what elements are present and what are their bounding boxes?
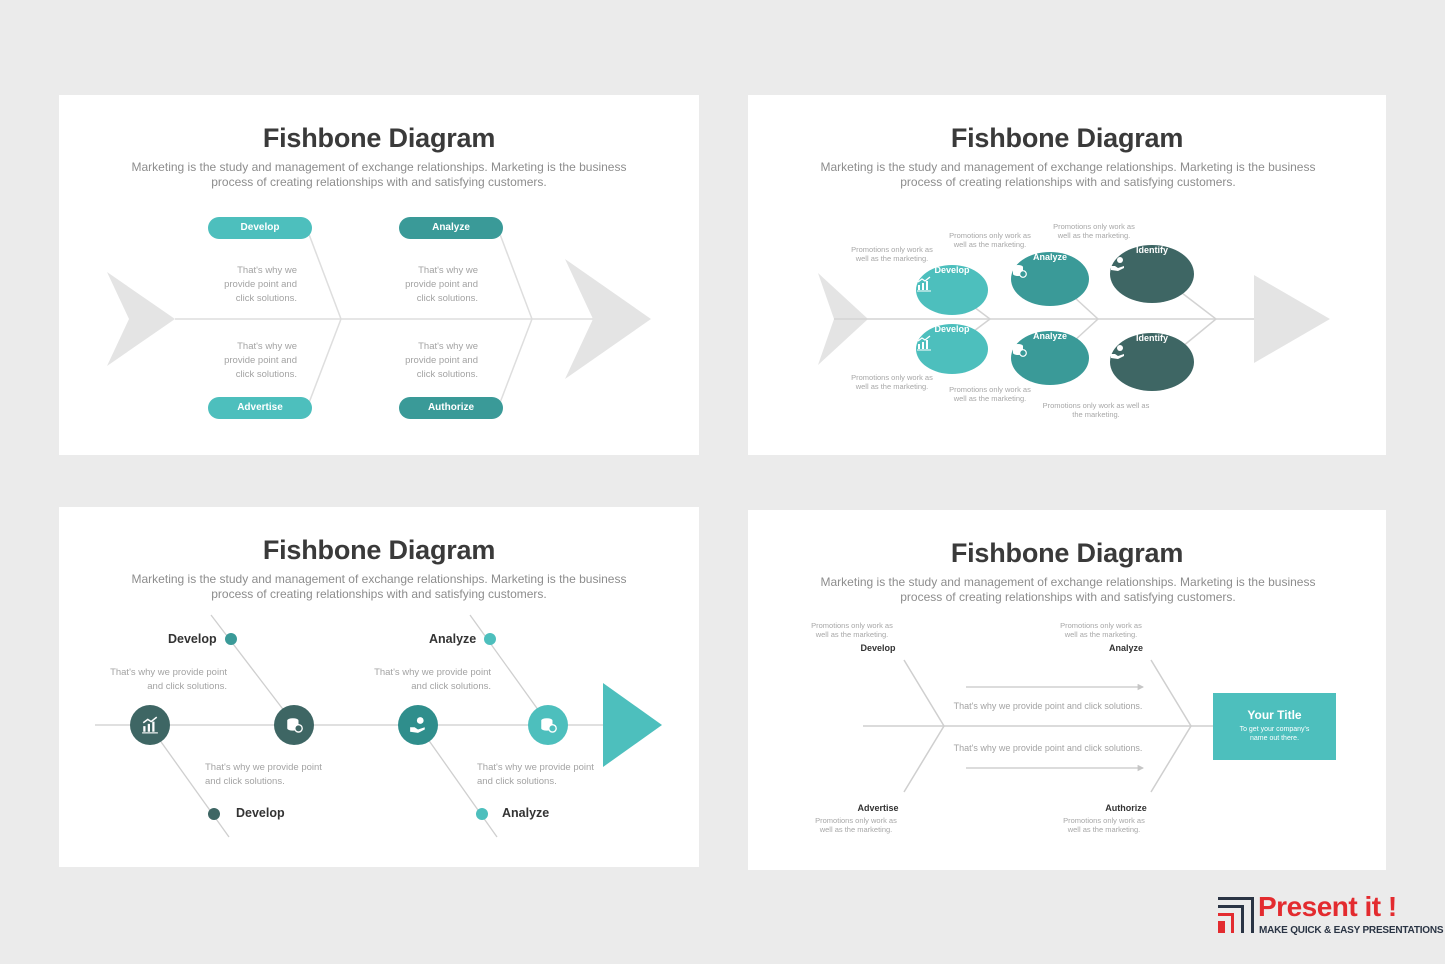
label-develop: Develop [168,632,217,646]
branch-text: That's why we provide point and click so… [224,341,297,380]
branch-text: That's why we provide point and click so… [405,265,478,304]
slide-3[interactable]: Fishbone Diagram Marketing is the study … [59,507,699,867]
node-note: Promotions only work as well as the mark… [949,231,1031,249]
label-analyze: Analyze [429,632,477,646]
brand-logo: Present it ! MAKE QUICK & EASY PRESENTAT… [1218,891,1444,945]
chart-icon [142,716,158,734]
node-label: Identify [1135,333,1168,343]
branch-note: Promotions only work as well as the mark… [815,816,897,834]
title-box: Your Title To get your company's name ou… [1213,693,1336,760]
node-note: Promotions only work as well as the mark… [1042,401,1150,419]
slide-title: Fishbone Diagram [262,535,496,565]
coins-icon [1013,344,1027,357]
dot-analyze [484,633,496,645]
chart-icon [917,335,931,351]
fishbone-skeleton [863,659,1213,793]
branch-text: That's why we provide point and click so… [224,265,297,304]
coins-icon [541,718,557,733]
branch-text: That's why we provide point and click so… [205,762,322,787]
mid-text: That's why we provide point and click so… [953,701,1143,711]
box-title: Your Title [1247,708,1302,722]
branch-text: That's why we provide point and click so… [405,341,478,380]
mid-text: That's why we provide point and click so… [953,743,1143,753]
slide-1[interactable]: Fishbone Diagram Marketing is the study … [59,95,699,455]
slide-subtitle: Marketing is the study and management of… [820,160,1316,189]
brand-tagline: MAKE QUICK & EASY PRESENTATIONS [1259,925,1444,936]
dot-develop [225,633,237,645]
node-note: Promotions only work as well as the mark… [949,385,1031,403]
coins-node [528,705,568,745]
brand-mark-icon [1218,897,1254,933]
coins-icon [287,718,303,733]
node-develop: Develop [916,265,988,315]
slide-title: Fishbone Diagram [950,538,1184,568]
node-analyze: Analyze [1011,331,1089,385]
node-label: Develop [934,324,970,334]
node-identify: Identify [1110,245,1194,303]
label-analyze: Analyze [1108,643,1143,653]
slide-subtitle: Marketing is the study and management of… [131,572,627,601]
chart-icon [917,276,931,292]
pill-analyze: Analyze [399,217,503,239]
fishbone-skeleton [107,228,651,409]
node-note: Promotions only work as well as the mark… [1053,222,1135,240]
branch-text: That's why we provide point and click so… [374,667,491,692]
hand-coin-icon [1111,345,1124,359]
pill-authorize: Authorize [399,397,503,419]
dot-analyze-bottom [476,808,488,820]
branch-note: Promotions only work as well as the mark… [811,621,893,639]
hand-coin-icon [1111,257,1124,271]
coins-icon [1013,265,1027,278]
slide-title: Fishbone Diagram [262,123,496,153]
box-text: To get your company's name out there. [1239,726,1310,742]
node-label: Develop [934,265,970,275]
slide-subtitle: Marketing is the study and management of… [820,575,1316,604]
node-analyze: Analyze [1011,252,1089,306]
hand-coin-icon [410,717,425,733]
node-note: Promotions only work as well as the mark… [851,245,933,263]
branch-note: Promotions only work as well as the mark… [1063,816,1145,834]
brand-name: Present it ! [1258,891,1397,922]
chart-node [130,705,170,745]
label-develop: Develop [860,643,896,653]
node-label: Analyze [1032,331,1067,341]
coins-node [274,705,314,745]
slide-2[interactable]: Fishbone Diagram Marketing is the study … [748,95,1386,455]
node-develop: Develop [916,324,988,374]
pill-develop: Develop [208,217,312,239]
node-label: Analyze [1032,252,1067,262]
node-note: Promotions only work as well as the mark… [851,373,933,391]
slide-subtitle: Marketing is the study and management of… [131,160,627,189]
pill-advertise: Advertise [208,397,312,419]
node-label: Identify [1135,245,1168,255]
label-develop-bottom: Develop [236,806,285,820]
slide-4[interactable]: Fishbone Diagram Marketing is the study … [748,510,1386,870]
label-analyze-bottom: Analyze [502,806,550,820]
label-authorize: Authorize [1105,803,1147,813]
slide-title: Fishbone Diagram [950,123,1184,153]
label-advertise: Advertise [857,803,899,813]
branch-note: Promotions only work as well as the mark… [1060,621,1142,639]
hand-coin-node [398,705,438,745]
dot-develop-bottom [208,808,220,820]
node-identify: Identify [1110,333,1194,391]
branch-text: That's why we provide point and click so… [110,667,227,692]
branch-text: That's why we provide point and click so… [477,762,594,787]
